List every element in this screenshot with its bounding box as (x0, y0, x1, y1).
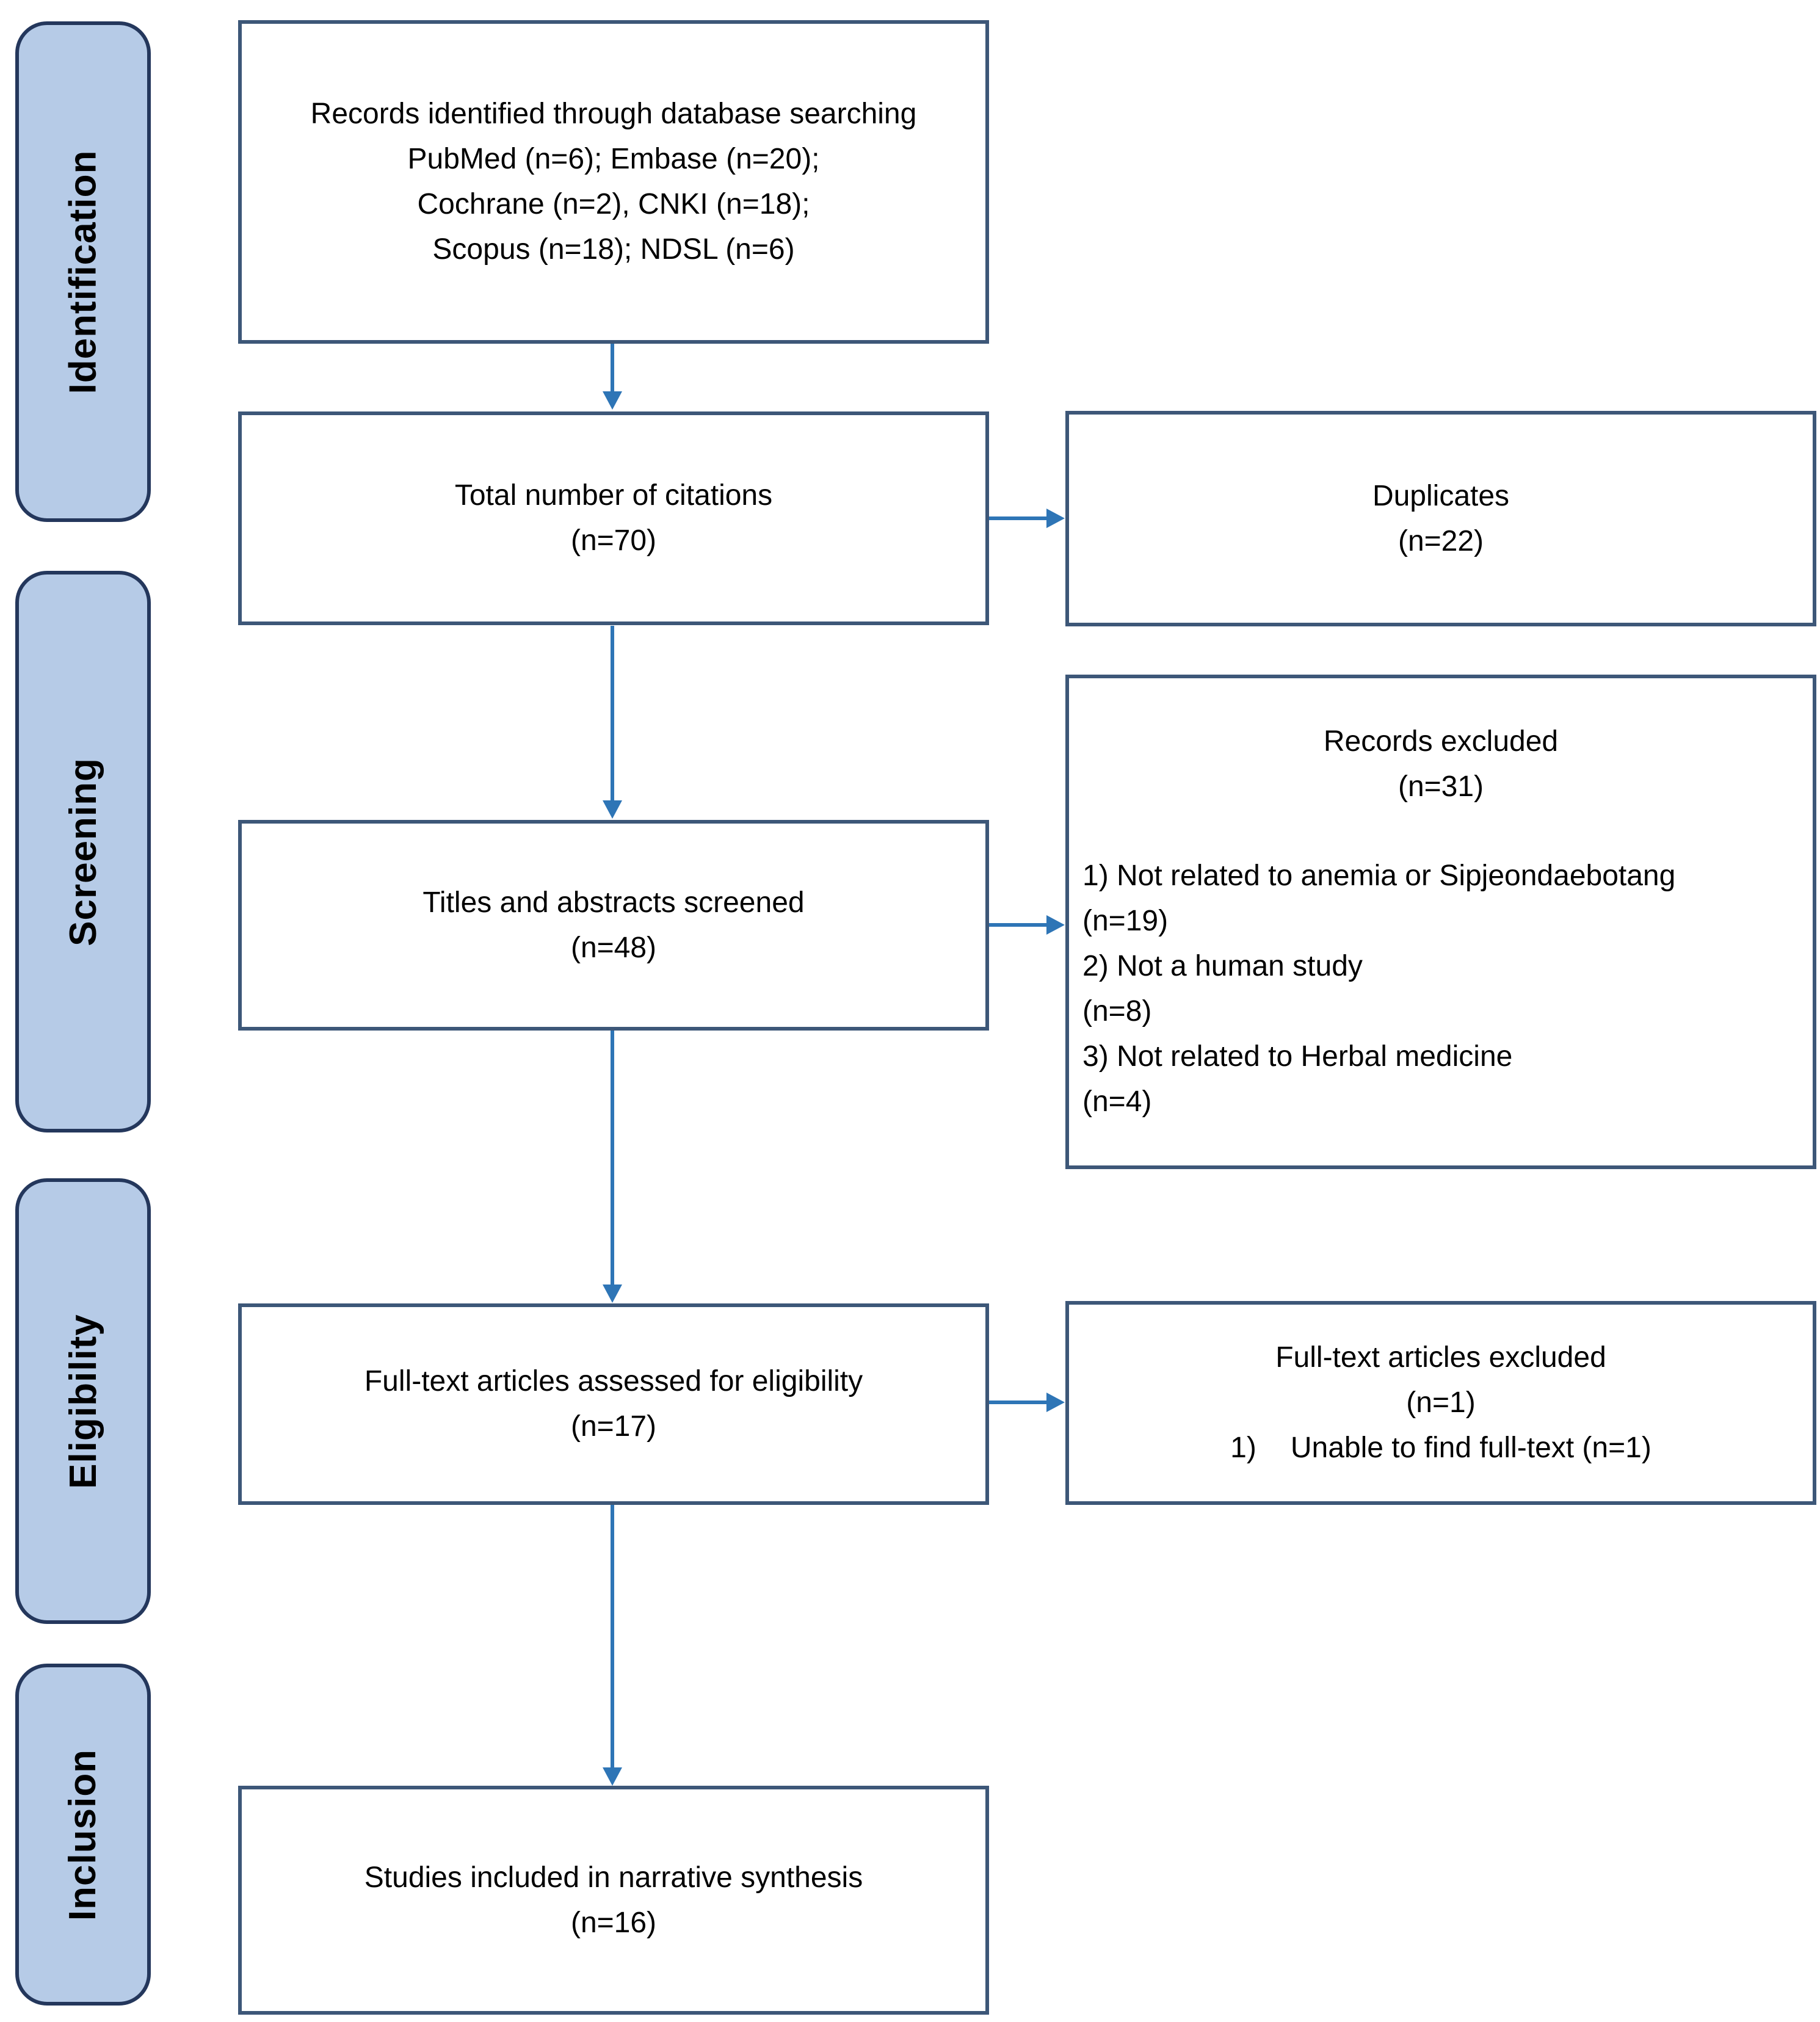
stage-inclusion-label: Inclusion (62, 1748, 104, 1921)
arrow-down-icon (603, 344, 622, 410)
box-fulltext-excluded: Full-text articles excluded (n=1) 1) Una… (1065, 1301, 1816, 1505)
box-text-line: Scopus (n=18); NDSL (n=6) (432, 233, 795, 266)
box-text-line: Records excluded (1323, 725, 1559, 758)
box-text-line: (n=17) (570, 1410, 657, 1443)
reason-text: Unable to find full-text (n=1) (1290, 1432, 1651, 1464)
box-text-line: (n=70) (570, 524, 657, 557)
box-records-excluded: Records excluded (n=31) 1) Not related t… (1065, 675, 1816, 1169)
box-text-line: (n=31) (1398, 770, 1484, 803)
stage-screening: Screening (15, 571, 151, 1132)
box-text-line: (n=22) (1398, 524, 1484, 557)
stage-identification-label: Identification (62, 150, 104, 394)
stage-eligibility-label: Eligibility (62, 1313, 104, 1489)
arrow-down-icon (603, 1031, 622, 1303)
box-text-line: PubMed (n=6); Embase (n=20); (407, 143, 820, 175)
arrow-down-icon (603, 1505, 622, 1786)
box-studies-included: Studies included in narrative synthesis … (238, 1786, 989, 2015)
arrow-right-icon (989, 509, 1065, 528)
reason-marker: 1) (1230, 1432, 1256, 1464)
box-text-line: Total number of citations (454, 479, 773, 512)
exclusion-reason-line: 2) Not a human study (1082, 950, 1363, 982)
box-total-citations: Total number of citations (n=70) (238, 411, 989, 625)
box-text-line: Records identified through database sear… (310, 98, 917, 130)
box-text-line: Studies included in narrative synthesis (364, 1861, 863, 1894)
stage-identification: Identification (15, 21, 151, 522)
exclusion-reason-line: (n=8) (1082, 995, 1152, 1027)
exclusion-reason-list: 1) Not related to anemia or Sipjeondaebo… (1069, 853, 1813, 1125)
fulltext-exclusion-reason: 1) Unable to find full-text (n=1) (1230, 1426, 1651, 1471)
exclusion-reason-line: (n=4) (1082, 1085, 1152, 1118)
stage-inclusion: Inclusion (15, 1664, 151, 2006)
stage-eligibility: Eligibility (15, 1178, 151, 1624)
box-text-line: (n=1) (1406, 1386, 1476, 1419)
box-fulltext-assessed: Full-text articles assessed for eligibil… (238, 1303, 989, 1505)
exclusion-reason-line: (n=19) (1082, 905, 1169, 937)
box-text-line: Full-text articles assessed for eligibil… (364, 1365, 863, 1397)
box-text-line: Full-text articles excluded (1275, 1341, 1606, 1374)
box-records-identified: Records identified through database sear… (238, 20, 989, 344)
box-titles-screened: Titles and abstracts screened (n=48) (238, 820, 989, 1031)
arrow-right-icon (989, 1393, 1065, 1412)
exclusion-reason-line: 3) Not related to Herbal medicine (1082, 1040, 1513, 1073)
exclusion-reason-line: 1) Not related to anemia or Sipjeondaebo… (1082, 860, 1676, 892)
box-text-line: (n=16) (570, 1906, 657, 1939)
box-text-line: Duplicates (1372, 479, 1510, 512)
box-text-line: Cochrane (n=2), CNKI (n=18); (417, 188, 810, 220)
box-text-line: (n=48) (570, 931, 657, 964)
arrow-right-icon (989, 915, 1065, 935)
stage-screening-label: Screening (62, 757, 104, 946)
arrow-down-icon (603, 626, 622, 819)
box-text-line: Titles and abstracts screened (422, 886, 805, 919)
box-duplicates: Duplicates (n=22) (1065, 411, 1816, 626)
